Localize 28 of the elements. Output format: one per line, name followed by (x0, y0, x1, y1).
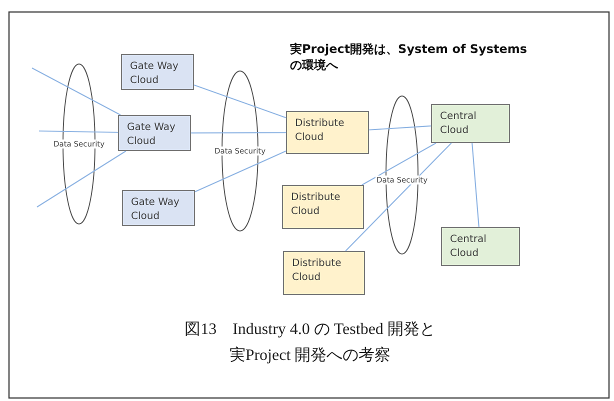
connector-line (36, 150, 126, 208)
connector-line (345, 142, 452, 252)
connector-line (32, 68, 121, 116)
figure-caption: 図13 Industry 4.0 の Testbed 開発と実Project 開発への考察 (184, 320, 436, 366)
cloud-box (431, 104, 510, 143)
box-label: Distribute Cloud (291, 191, 342, 218)
connector-line (39, 130, 118, 133)
box-label: Distribute Cloud (295, 117, 346, 144)
cloud-box (122, 190, 195, 226)
cloud-box (286, 111, 369, 154)
box-label: Central Cloud (450, 233, 488, 260)
box-label: Distribute Cloud (292, 257, 342, 284)
box-label: Central Cloud (440, 110, 478, 137)
cloud-box (282, 185, 364, 229)
box-label: Gate Way Cloud (130, 60, 180, 87)
cloud-box (283, 251, 365, 295)
connector-line (191, 132, 286, 134)
connector-line (194, 84, 286, 118)
box-label: Gate Way Cloud (127, 121, 176, 148)
connector-line (368, 125, 432, 130)
cloud-box (441, 227, 520, 266)
box-label: Gate Way Cloud (131, 196, 180, 223)
connector-line (472, 142, 480, 228)
cloud-box (121, 54, 194, 90)
cloud-box (118, 115, 191, 151)
connector-line (194, 150, 286, 192)
connector-line (362, 142, 436, 186)
diagram-title: 実Project開発は、System of Systems の環境へ (290, 42, 528, 74)
